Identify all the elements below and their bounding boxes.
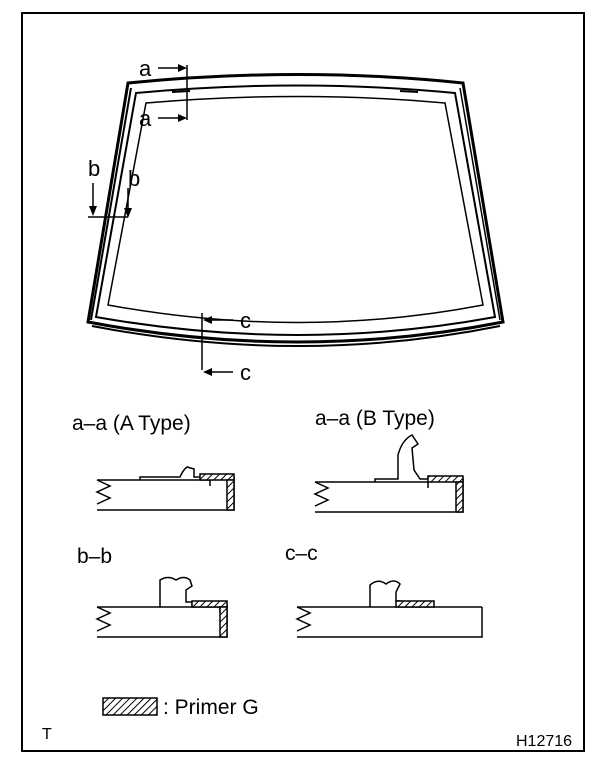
section-label-cc: c–c	[285, 542, 318, 565]
section-marker-b	[88, 183, 132, 218]
cross-section-aa-a-type	[95, 466, 235, 511]
callout-c-bottom: c	[240, 360, 251, 385]
callout-c-top: c	[240, 308, 251, 333]
legend-primer-g: : Primer G	[163, 696, 259, 719]
section-marker-a	[158, 64, 188, 122]
section-label-aa-a-type: a–a (A Type)	[72, 412, 191, 435]
callout-b-right: b	[128, 166, 140, 191]
section-label-bb: b–b	[77, 545, 112, 568]
section-marker-c	[201, 313, 233, 376]
callout-a-bottom: a	[139, 106, 152, 131]
corner-label-t: T	[42, 726, 52, 743]
section-label-aa-b-type: a–a (B Type)	[315, 407, 435, 430]
callout-a-top: a	[139, 56, 152, 81]
cross-section-aa-b-type	[313, 434, 464, 513]
cross-section-bb	[95, 576, 228, 638]
primer-g-swatch	[102, 697, 158, 716]
figure-frame	[21, 12, 585, 752]
figure-code: H12716	[516, 733, 572, 750]
cross-section-cc	[295, 580, 483, 638]
callout-b-left: b	[88, 156, 100, 181]
